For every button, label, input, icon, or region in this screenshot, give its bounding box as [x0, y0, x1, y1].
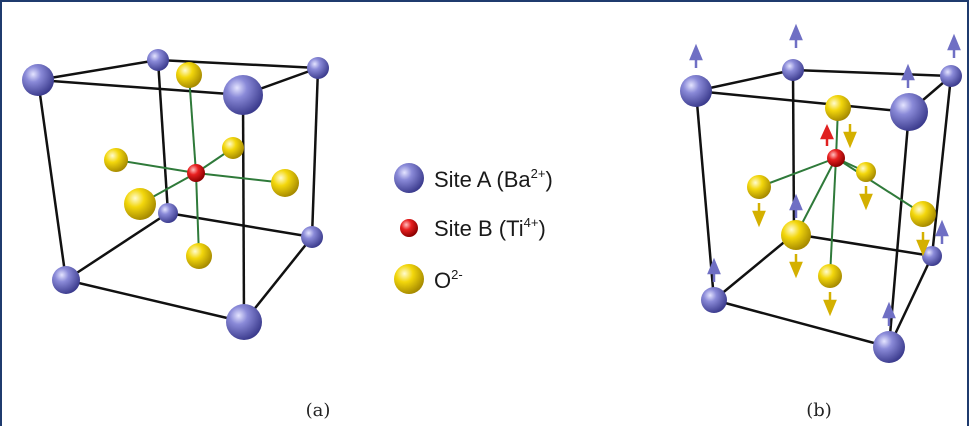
- arrow-up-icon: [935, 219, 949, 244]
- site-a-atom: [22, 64, 54, 96]
- oxygen-atom: [856, 162, 876, 182]
- arrow-down-icon: [789, 254, 803, 279]
- site-a-atom: [873, 331, 905, 363]
- site-a-atom: [890, 93, 928, 131]
- site-b-atom: [187, 164, 205, 182]
- oxygen-atom: [781, 220, 811, 250]
- yellow-displacement-arrows: [752, 124, 930, 317]
- oxygen-atom: [910, 201, 936, 227]
- legend-site-b-label: Site B (Ti4+): [434, 215, 546, 241]
- legend-site-a-icon: [394, 163, 424, 193]
- oxygen-atom: [176, 62, 202, 88]
- oxygen-atom: [818, 264, 842, 288]
- site-a-atom: [940, 65, 962, 87]
- oxygen-atom: [186, 243, 212, 269]
- blue-displacement-arrows: [689, 23, 961, 326]
- site-b-atom: [827, 149, 845, 167]
- site-a-atom: [307, 57, 329, 79]
- arrow-up-icon: [789, 23, 803, 48]
- site-a-atom: [680, 75, 712, 107]
- arrow-up-icon: [947, 33, 961, 58]
- legend-oxygen-icon: [394, 264, 424, 294]
- oxygen-atom: [124, 188, 156, 220]
- arrow-up-icon: [707, 257, 721, 282]
- site-a-atom: [301, 226, 323, 248]
- site-a-atom: [782, 59, 804, 81]
- oxygen-atom: [271, 169, 299, 197]
- arrow-up-icon: [820, 123, 834, 146]
- caption-b: (b): [806, 400, 832, 421]
- legend-site-a-label: Site A (Ba2+): [434, 166, 553, 192]
- caption-a: (a): [306, 400, 331, 421]
- oxygen-atom: [825, 95, 851, 121]
- site-a-atom: [158, 203, 178, 223]
- arrow-down-icon: [843, 124, 857, 149]
- cube-a-edges: [36, 58, 320, 324]
- arrow-up-icon: [789, 193, 803, 218]
- panel-b: [680, 23, 962, 363]
- site-a-atom: [922, 246, 942, 266]
- arrow-down-icon: [916, 232, 930, 257]
- site-a-atom: [52, 266, 80, 294]
- panel-a: [22, 49, 329, 340]
- bonds-a: [115, 74, 286, 257]
- site-a-atom: [701, 287, 727, 313]
- arrow-up-icon: [689, 43, 703, 68]
- arrow-up-icon: [882, 301, 896, 326]
- arrow-down-icon: [752, 203, 766, 228]
- site-a-atom: [147, 49, 169, 71]
- site-a-atom: [226, 304, 262, 340]
- oxygen-atom: [222, 137, 244, 159]
- legend: Site A (Ba2+) Site B (Ti4+) O2-: [394, 163, 553, 294]
- legend-oxygen-label: O2-: [434, 267, 463, 293]
- arrow-down-icon: [859, 186, 873, 211]
- arrow-up-icon: [901, 63, 915, 88]
- site-a-atom: [223, 75, 263, 115]
- legend-site-b-icon: [400, 219, 418, 237]
- arrow-down-icon: [823, 292, 837, 317]
- oxygen-atom: [104, 148, 128, 172]
- oxygen-atom: [747, 175, 771, 199]
